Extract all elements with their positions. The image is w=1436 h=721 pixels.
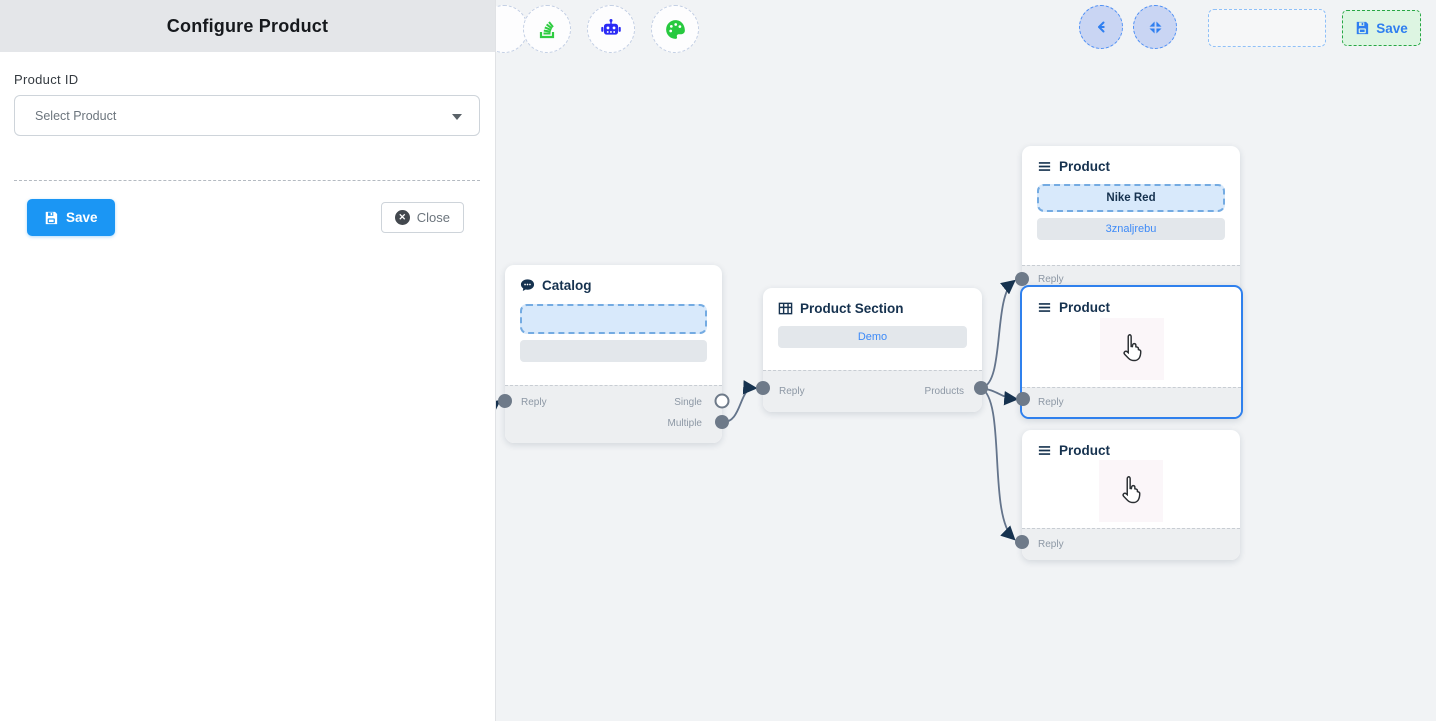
handle-label-multiple: Multiple: [667, 418, 702, 429]
fit-view-button[interactable]: [1133, 5, 1177, 49]
canvas-save-label: Save: [1376, 20, 1408, 36]
product1-id-label: 3znaljrebu: [1105, 223, 1157, 235]
close-icon: ✕: [394, 210, 410, 225]
node-title-label: Product Section: [800, 301, 904, 316]
node-catalog[interactable]: Catalog Reply Single Multiple: [505, 265, 722, 443]
toolbar-stack-button[interactable]: [523, 5, 571, 53]
menu-icon: [1037, 159, 1052, 174]
product-id-label: Product ID: [14, 72, 79, 87]
node-product-3[interactable]: Product Reply: [1022, 430, 1240, 560]
product-section-item-label: Demo: [857, 331, 888, 343]
hand-cursor-placeholder: [1099, 460, 1163, 522]
back-button[interactable]: [1079, 5, 1123, 49]
handle-label-reply: Reply: [779, 386, 805, 397]
canvas-save-button[interactable]: Save: [1342, 10, 1421, 46]
floppy-icon: [44, 211, 58, 225]
panel-header: Configure Product: [0, 0, 495, 52]
node-product-2[interactable]: Product Reply: [1020, 285, 1243, 419]
node-product-section[interactable]: Product Section Demo Reply Products: [763, 288, 982, 412]
catalog-footer: Reply Single Multiple: [505, 385, 722, 443]
close-button[interactable]: ✕ Close: [380, 202, 464, 233]
edge-into-catalog[interactable]: [496, 399, 501, 415]
product-select-value: Select Product: [35, 108, 117, 123]
configure-product-panel: Configure Product Product ID Select Prod…: [0, 0, 496, 721]
edge-catalog-to-section[interactable]: [721, 380, 758, 423]
edge-section-to-product2[interactable]: [980, 387, 1019, 406]
node-title-label: Product: [1059, 159, 1111, 174]
node-title-label: Catalog: [542, 278, 592, 293]
toolbar-theme-button[interactable]: [651, 5, 699, 53]
page-title: Configure Product: [166, 15, 329, 36]
palette-icon: [663, 17, 688, 42]
product1-selected-item[interactable]: Nike Red: [1037, 184, 1225, 212]
product3-footer: Reply: [1022, 528, 1240, 560]
edge-section-to-product1[interactable]: [980, 279, 1016, 389]
node-title-label: Product: [1059, 443, 1111, 458]
save-button[interactable]: Save: [27, 199, 115, 236]
handle-label-single: Single: [674, 397, 702, 408]
grid-icon: [778, 301, 793, 316]
handle-label-reply: Reply: [1038, 397, 1064, 408]
handle-label-reply: Reply: [521, 397, 547, 408]
edge-section-to-product3[interactable]: [980, 387, 1016, 541]
toolbar-bot-button[interactable]: [587, 5, 635, 53]
chevron-down-icon: [452, 113, 462, 120]
menu-icon: [1037, 300, 1052, 315]
product2-footer: Reply: [1022, 387, 1241, 417]
product-select[interactable]: Select Product: [14, 95, 480, 136]
empty-placeholder-button[interactable]: [1208, 9, 1326, 47]
product1-id-item[interactable]: 3znaljrebu: [1037, 218, 1225, 240]
product1-item-label: Nike Red: [1106, 192, 1156, 204]
product-section-footer: Reply Products: [763, 370, 982, 412]
speech-bubble-icon: [520, 278, 535, 293]
robot-icon: [598, 16, 624, 42]
handle-label-reply: Reply: [1038, 539, 1064, 550]
menu-icon: [1037, 443, 1052, 458]
stack-icon: [535, 17, 559, 41]
node-product-1[interactable]: Product Nike Red 3znaljrebu Reply: [1022, 146, 1240, 292]
floppy-icon: [1355, 21, 1369, 35]
compress-arrows-icon: [1148, 20, 1163, 35]
catalog-selected-field[interactable]: [520, 304, 707, 334]
panel-divider: [14, 180, 480, 181]
catalog-secondary-field[interactable]: [520, 340, 707, 362]
close-button-label: Close: [416, 210, 450, 225]
handle-label-reply: Reply: [1038, 273, 1064, 285]
hand-cursor-placeholder: [1100, 318, 1164, 380]
product-section-item[interactable]: Demo: [778, 326, 967, 348]
handle-label-products: Products: [924, 386, 964, 397]
panel-actions: Save ✕ Close: [14, 199, 480, 236]
node-title-label: Product: [1059, 300, 1111, 315]
left-arrow-icon: [1092, 18, 1110, 36]
panel-body: Product ID Select Product Save ✕ Close: [0, 52, 495, 236]
save-button-label: Save: [66, 210, 98, 225]
flow-canvas[interactable]: Save Catalog Reply Single Multiple: [496, 0, 1436, 721]
